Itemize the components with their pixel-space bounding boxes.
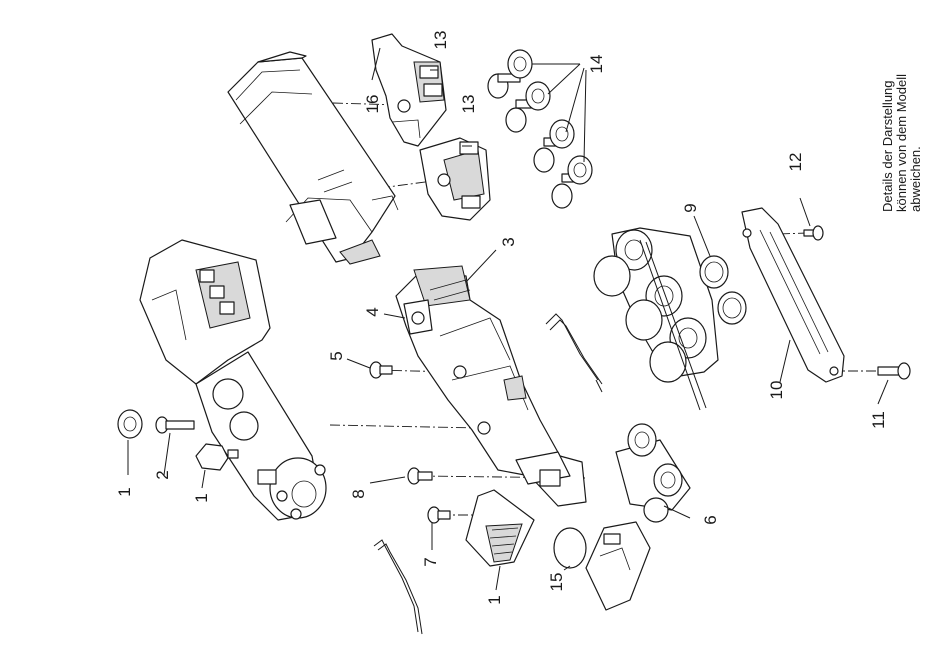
- callout-12: 12: [786, 153, 805, 172]
- callout-15: 15: [547, 573, 566, 592]
- wheelsets-14: [488, 50, 592, 208]
- callout-1c: 1: [485, 595, 504, 604]
- callout-13b: 13: [459, 95, 478, 114]
- callout-1b: 1: [192, 493, 211, 502]
- screw-12: [804, 226, 823, 240]
- callout-6: 6: [701, 515, 720, 524]
- callout-9: 9: [681, 203, 700, 212]
- callout-7: 7: [421, 557, 440, 566]
- callout-16: 16: [363, 95, 382, 114]
- callout-11: 11: [869, 411, 888, 429]
- contact-wire-upper: [546, 314, 602, 392]
- screw-11: [878, 363, 910, 379]
- note-line-2: können von dem Modell: [894, 74, 909, 212]
- screw-7: [428, 507, 450, 523]
- callout-5: 5: [327, 351, 346, 360]
- callout-4: 4: [363, 307, 382, 316]
- truck-frame-upper: [372, 34, 446, 146]
- callout-14: 14: [587, 55, 606, 74]
- callout-2: 2: [153, 470, 172, 479]
- callout-3: 3: [499, 237, 518, 246]
- contact-wire-lower: [374, 540, 422, 634]
- callout-10: 10: [767, 381, 786, 400]
- pilot-plow-1: [466, 490, 534, 566]
- screw-2: [156, 417, 194, 433]
- drive-wheel-block: [594, 228, 718, 410]
- disclaimer-note: Details der Darstellung können von dem M…: [880, 74, 923, 212]
- lens-15: [554, 528, 586, 568]
- note-line-3: abweichen.: [908, 146, 923, 212]
- truck-6: [616, 424, 690, 522]
- lamp-cap-1: [118, 410, 142, 438]
- callout-8: 8: [349, 489, 368, 498]
- bottom-plate-10: [742, 208, 844, 382]
- truck-frame-lower: [420, 138, 490, 220]
- callout-13a: 13: [431, 31, 450, 50]
- screw-8: [408, 468, 432, 484]
- upper-body-shell: [228, 52, 398, 264]
- note-line-1: Details der Darstellung: [880, 80, 895, 212]
- callout-1a: 1: [115, 487, 134, 496]
- frame-end-piece: [586, 522, 650, 610]
- screw-5: [370, 362, 392, 378]
- chassis-frame: [396, 266, 586, 506]
